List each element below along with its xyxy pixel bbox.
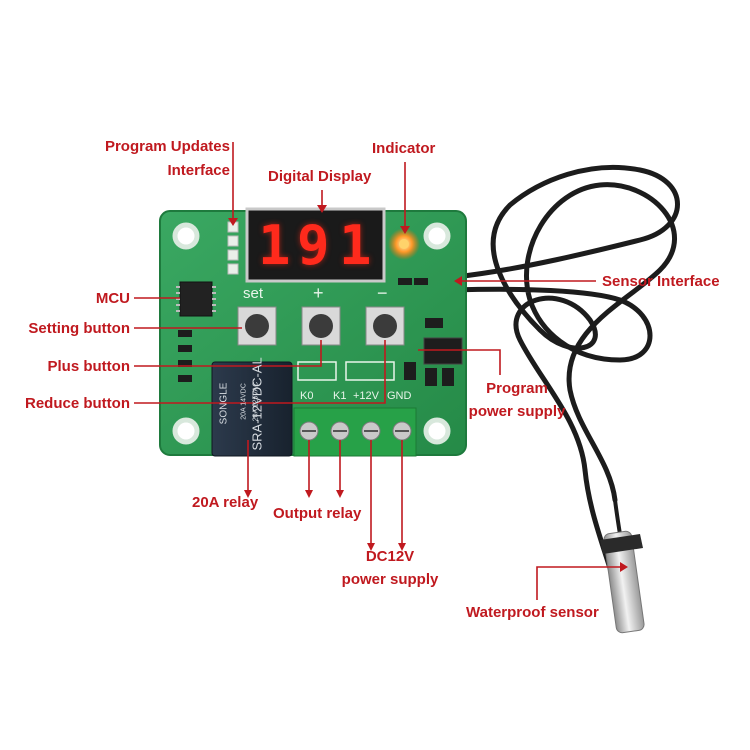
label-program-power-line1: Program — [486, 380, 548, 397]
display-digit-3: 1 — [339, 214, 372, 277]
label-setting-button: Setting button — [28, 320, 130, 337]
label-indicator: Indicator — [372, 140, 436, 157]
relay-rating-2: 20A 125VAC — [252, 381, 260, 422]
silk-set-label: set — [243, 285, 264, 302]
label-program-power-line2: power supply — [468, 403, 566, 420]
label-dc12v-line1: DC12V — [365, 548, 415, 565]
silk-minus-label: − — [377, 283, 388, 303]
leader-arrowheads — [228, 205, 628, 572]
label-waterproof-sensor: Waterproof sensor — [466, 604, 599, 621]
display-digit-2: 9 — [297, 214, 330, 277]
label-dc12v-line2: power supply — [341, 571, 439, 588]
terminal-label-k1: K1 — [333, 390, 347, 402]
terminal-label-12v: +12V — [353, 390, 379, 402]
relay-rating-1: 20A 14VDC — [240, 383, 248, 420]
label-mcu: MCU — [95, 290, 130, 307]
display-digit-1: 1 — [258, 214, 291, 277]
leader-lines — [134, 142, 622, 600]
label-20a-relay: 20A relay — [192, 494, 259, 511]
label-output-relay: Output relay — [273, 505, 362, 522]
label-digital-display: Digital Display — [268, 168, 372, 185]
waterproof-probe — [600, 530, 645, 634]
terminal-label-gnd: GND — [387, 390, 412, 402]
pcb-board — [159, 207, 467, 457]
relay-brand-text: SONGLE — [218, 382, 230, 425]
button-bodies — [237, 306, 405, 346]
terminal-label-k0: K0 — [300, 390, 314, 402]
silk-plus-label: + — [313, 283, 324, 303]
label-program-updates-line1: Program Updates — [104, 138, 230, 155]
label-program-updates-line2: Interface — [167, 162, 230, 179]
label-sensor-interface: Sensor Interface — [602, 273, 720, 290]
label-plus-button: Plus button — [47, 358, 131, 375]
relay-body — [211, 361, 293, 457]
terminal-block — [293, 407, 417, 457]
label-reduce-button: Reduce button — [25, 395, 130, 412]
